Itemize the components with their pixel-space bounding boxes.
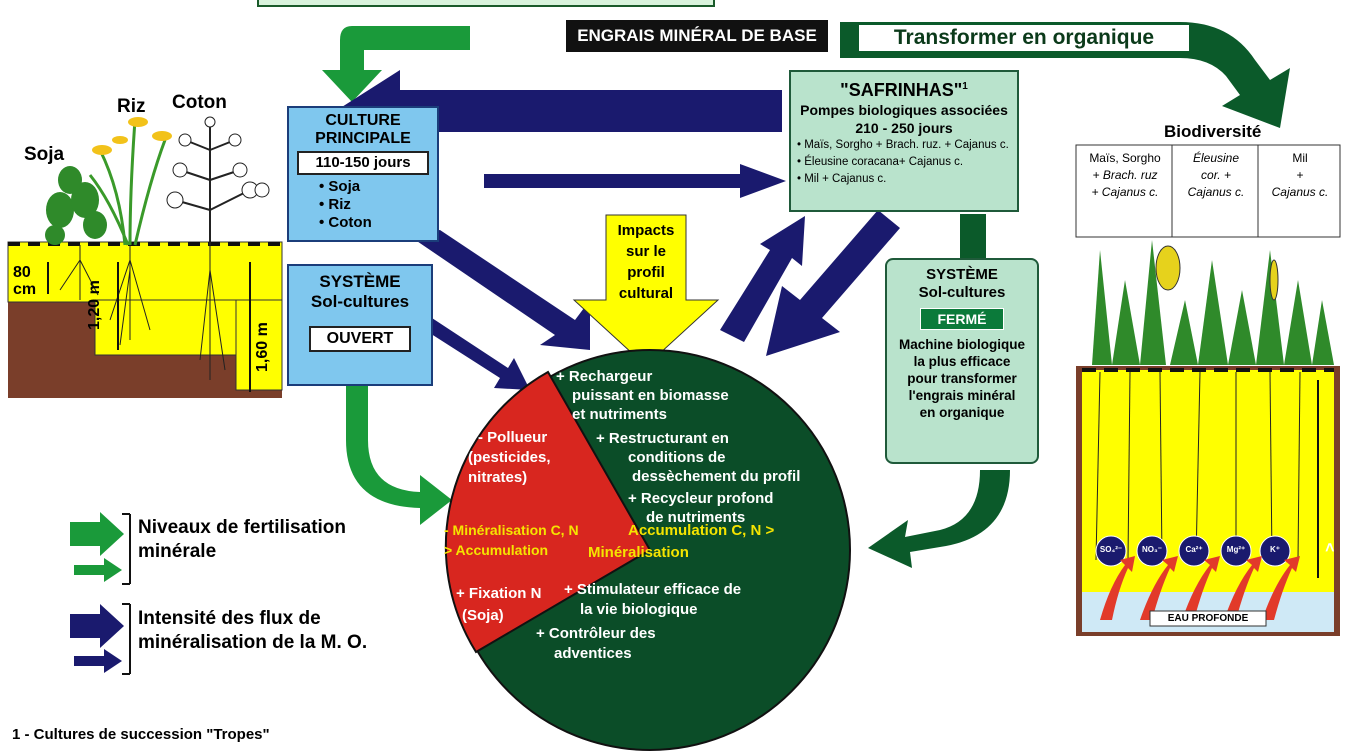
top-frame xyxy=(257,0,715,7)
ion-no3: NO₃⁻ xyxy=(1142,545,1162,554)
green-area-accumulation: Accumulation C, N > Minéralisation xyxy=(588,522,775,561)
right-biodiversity-illustration xyxy=(1075,144,1341,636)
ferme-badge: FERMÉ xyxy=(920,308,1004,330)
ferme-line1: SYSTÈME xyxy=(926,266,998,283)
legend-fertilisation: Niveaux de fertilisation minérale xyxy=(138,517,347,562)
depth-160: 1,60 m xyxy=(254,322,271,372)
culture-days: 110-150 jours xyxy=(297,151,429,175)
safrinhas-line1: Pompes biologiques associées xyxy=(800,102,1008,118)
green-arrow-down-left xyxy=(346,385,452,525)
culture-item-soja: • Soja xyxy=(319,178,361,195)
label-soja: Soja xyxy=(24,144,65,165)
safrinhas-box: "SAFRINHAS"1 Pompes biologiques associée… xyxy=(789,70,1019,212)
engrais-mineral-label: ENGRAIS MINÉRAL DE BASE xyxy=(566,20,828,52)
label-coton: Coton xyxy=(172,92,227,113)
eau-profonde-label: EAU PROFONDE xyxy=(1167,613,1249,624)
ion-so4: SO₄²⁻ xyxy=(1099,545,1123,554)
ouvert-line2: Sol-cultures xyxy=(310,292,410,311)
ouvert-badge: OUVERT xyxy=(309,326,411,352)
impact-circle xyxy=(444,349,851,751)
transformer-organique-label: Transformer en organique xyxy=(858,24,1190,52)
ferme-desc-1: Machine biologique xyxy=(898,337,1025,352)
green-area-bottom-text: + Stimulateur efficace de la vie biologi… xyxy=(536,581,742,662)
bio-depth: > 2,40 m xyxy=(1322,520,1347,552)
systeme-ouvert-box: SYSTÈME Sol-cultures OUVERT xyxy=(287,264,433,386)
navy-arrow-left-up xyxy=(408,230,590,350)
ferme-line2: Sol-cultures xyxy=(918,284,1006,301)
navy-arrow-right-up xyxy=(720,216,805,342)
bio-col1: Maïs, Sorgho + Brach. ruz + Cajanus c. xyxy=(1089,151,1161,199)
culture-item-riz: • Riz xyxy=(319,196,351,213)
navy-arrow-thin xyxy=(484,164,786,198)
biodiversite-title: Biodiversité xyxy=(1164,122,1262,141)
ion-ca: Ca²⁺ xyxy=(1185,545,1203,554)
label-riz: Riz xyxy=(117,96,146,117)
ferme-desc-4: l'engrais minéral xyxy=(908,388,1016,403)
ferme-desc-2: la plus efficace xyxy=(913,354,1011,369)
ouvert-line1: SYSTÈME xyxy=(319,272,401,291)
safrinhas-item-2: • Éleusine coracana+ Cajanus c. xyxy=(797,156,964,168)
culture-item-coton: • Coton xyxy=(319,214,372,231)
safrinhas-item-3: • Mil + Cajanus c. xyxy=(797,173,887,185)
legend-arrows xyxy=(70,512,131,675)
culture-title-1: CULTURE xyxy=(325,112,401,129)
ferme-desc-5: en organique xyxy=(919,405,1005,420)
legend-flux: Intensité des flux de minéralisation de … xyxy=(138,608,368,653)
safrinhas-item-1: • Maïs, Sorgho + Brach. ruz. + Cajanus c… xyxy=(797,139,1009,151)
depth-80: 80 cm xyxy=(13,264,37,298)
depth-120: 1,20 m xyxy=(86,280,103,330)
green-area-text: + Rechargeur puissant en biomasse et nut… xyxy=(556,368,801,526)
left-plants-illustration xyxy=(7,116,283,398)
bio-col3: Mil + Cajanus c. xyxy=(1271,151,1329,199)
culture-principale-box: CULTURE PRINCIPALE 110-150 jours • Soja … xyxy=(287,106,439,242)
impacts-label: Impacts sur le profil cultural xyxy=(617,222,675,302)
navy-arrow-big xyxy=(334,70,782,152)
red-wedge-text: - Pollueur (pesticides, nitrates) xyxy=(468,429,551,486)
ion-mg: Mg²⁺ xyxy=(1226,545,1246,554)
impacts-arrow xyxy=(572,214,720,367)
safrinhas-line2: 210 - 250 jours xyxy=(855,120,953,136)
bio-col2: Éleusine cor. + Cajanus c. xyxy=(1187,151,1245,199)
safrinhas-title: "SAFRINHAS"1 xyxy=(840,80,968,100)
systeme-ferme-box: SYSTÈME Sol-cultures FERMÉ Machine biolo… xyxy=(885,258,1039,464)
ferme-desc-3: pour transformer xyxy=(907,371,1017,386)
culture-title-2: PRINCIPALE xyxy=(315,130,411,147)
green-arrow-left xyxy=(322,26,470,102)
footnote: 1 - Cultures de succession "Tropes" xyxy=(12,726,270,743)
red-wedge-mineralisation: - Minéralisation C, N > Accumulation xyxy=(444,522,579,558)
red-wedge-fixation: + Fixation N (Soja) xyxy=(456,585,542,624)
ion-k: K⁺ xyxy=(1270,545,1280,554)
navy-arrow-right-down xyxy=(766,210,900,356)
dark-green-arrow-down-right xyxy=(868,470,1010,568)
